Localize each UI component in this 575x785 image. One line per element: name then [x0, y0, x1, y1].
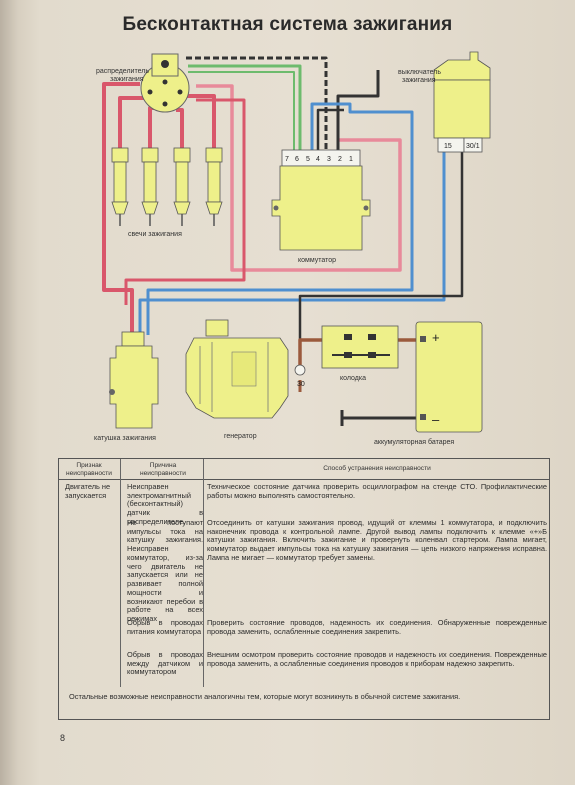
- switch-terminal-30-1: 30/1: [466, 143, 480, 150]
- generator-label: генератор: [224, 433, 257, 440]
- ignition-switch-label-line-2: зажигания: [402, 77, 436, 84]
- remedy-cell: Внешним осмотром проверить состояние про…: [207, 650, 547, 668]
- battery: [415, 321, 483, 433]
- page-number: 8: [60, 733, 66, 743]
- troubleshooting-table: Признак неисправности Причина неисправно…: [58, 458, 550, 720]
- spark-plugs-label: свечи зажигания: [128, 231, 182, 238]
- commutator-pin: 5: [306, 156, 310, 163]
- spark-plugs: [111, 147, 223, 226]
- wiring-diagram: распределитель зажигания: [94, 51, 491, 446]
- battery-plus-label: +: [432, 330, 440, 345]
- header-cause: Причина неисправности: [139, 462, 186, 477]
- column-divider: [203, 459, 204, 687]
- commutator-label: коммутатор: [298, 257, 336, 264]
- remedy-cell: Проверить состояние проводов, надежность…: [207, 618, 547, 636]
- remedy-cell: Техническое состояние датчика проверить …: [207, 482, 547, 500]
- spark-plug-3: [173, 147, 191, 226]
- commutator: [271, 149, 371, 251]
- ignition-switch-label: выключатель зажигания: [398, 69, 443, 84]
- commutator-pin: 1: [349, 156, 353, 163]
- distributor: [140, 53, 190, 113]
- cause-cell: Обрыв в проводах питания коммутатора: [127, 618, 203, 636]
- commutator-pin: 6: [295, 156, 299, 163]
- commutator-pin-labels: 7 6 5 4 3 2 1: [285, 156, 353, 163]
- generator-terminal-label: 30: [297, 381, 305, 388]
- remedy-cell: Отсоединить от катушки зажигания провод,…: [207, 518, 547, 562]
- symptom-cell: Двигатель не запускается: [65, 482, 111, 500]
- cause-cell: Не поступают импульсы тока на катушку за…: [127, 518, 203, 624]
- header-symptom: Признак неисправности: [65, 462, 112, 477]
- commutator-pin: 2: [338, 156, 342, 163]
- table-header: Признак неисправности Причина неисправно…: [59, 459, 549, 480]
- spark-plug-1: [111, 147, 129, 226]
- table-footnote: Остальные возможные неисправности аналог…: [69, 692, 461, 701]
- battery-label: аккумуляторная батарея: [374, 438, 454, 446]
- ignition-coil-label: катушка зажигания: [94, 435, 156, 442]
- commutator-pin: 4: [316, 156, 320, 163]
- spark-plug-2: [141, 147, 159, 226]
- distributor-label-line-1: распределитель: [96, 68, 149, 75]
- spark-plug-4: [205, 147, 223, 226]
- connector-block-label: колодка: [340, 375, 366, 382]
- cause-cell: Обрыв в проводах между датчиком и коммут…: [127, 650, 203, 677]
- commutator-pin: 3: [327, 156, 331, 163]
- ignition-coil: [109, 331, 159, 429]
- distributor-label-line-2: зажигания: [110, 76, 144, 83]
- connector-block: [321, 325, 399, 369]
- header-remedy: Способ устранения неисправности: [323, 465, 431, 472]
- switch-terminal-15: 15: [444, 143, 452, 150]
- generator: [185, 319, 306, 419]
- ignition-switch-label-line-1: выключатель: [398, 69, 441, 76]
- page-title: Бесконтактная система зажигания: [122, 14, 453, 35]
- distributor-label: распределитель зажигания: [96, 68, 151, 83]
- column-divider: [120, 459, 121, 687]
- battery-minus-label: –: [432, 412, 440, 427]
- ignition-switch: [433, 51, 491, 153]
- cause-cell: Неисправен электромагнитный (бесконтактн…: [127, 482, 203, 526]
- commutator-pin: 7: [285, 156, 289, 163]
